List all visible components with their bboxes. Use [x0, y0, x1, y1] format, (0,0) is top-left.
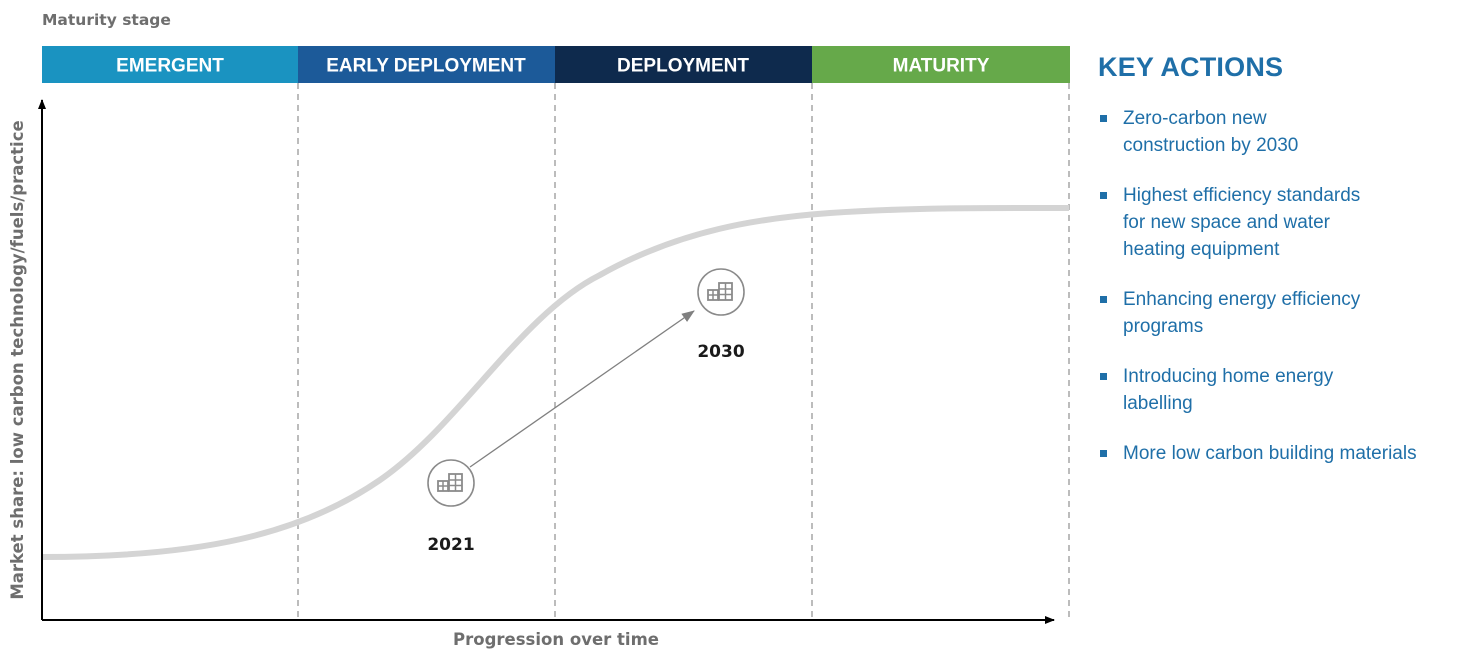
stage-label-early-deployment: EARLY DEPLOYMENT [326, 56, 526, 77]
key-action-item: Introducing home energy labelling [1098, 363, 1363, 417]
key-actions-panel: KEY ACTIONS Zero-carbon new construction… [1098, 52, 1448, 490]
key-actions-title: KEY ACTIONS [1098, 52, 1284, 82]
key-action-item: More low carbon building materials [1098, 440, 1462, 467]
marker-2030: 2030 [697, 268, 745, 362]
stage-label-emergent: EMERGENT [116, 56, 224, 77]
stage-band-emergent: EMERGENT [42, 46, 298, 83]
key-actions-list: Zero-carbon new construction by 2030 Hig… [1098, 105, 1448, 467]
stage-band-early-deployment: EARLY DEPLOYMENT [298, 46, 555, 83]
maturity-stage-label: Maturity stage [42, 11, 171, 29]
building-icon [697, 268, 745, 316]
adoption-curve-diagram: Maturity stage EMERGENT EARLY DEPLOYMENT… [8, 11, 1070, 649]
stage-label-maturity: MATURITY [893, 56, 990, 77]
marker-2021: 2021 [427, 459, 475, 555]
trend-arrow [469, 310, 695, 468]
adoption-s-curve [41, 204, 1070, 560]
stage-dividers [297, 83, 1070, 620]
stage-band-maturity: MATURITY [812, 46, 1070, 83]
key-action-item: Enhancing energy efficiency programs [1098, 286, 1403, 340]
key-action-item: Zero-carbon new construction by 2030 [1098, 105, 1323, 159]
stage-label-deployment: DEPLOYMENT [617, 56, 749, 77]
year-label-2030: 2030 [697, 342, 744, 362]
y-axis-label: Market share: low carbon technology/fuel… [8, 120, 27, 599]
building-icon [427, 459, 475, 507]
stage-band-deployment: DEPLOYMENT [555, 46, 812, 83]
key-action-item: Highest efficiency standards for new spa… [1098, 182, 1383, 263]
x-axis-label: Progression over time [453, 630, 659, 649]
year-label-2021: 2021 [427, 535, 474, 555]
